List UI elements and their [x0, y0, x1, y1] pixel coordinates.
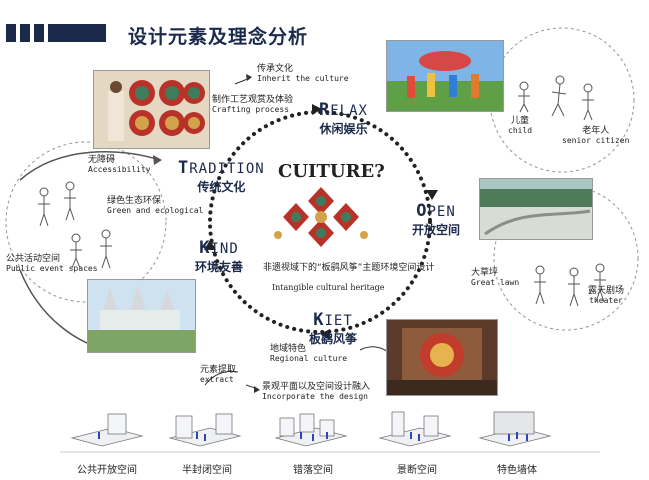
legend-icon-public-open-wall	[107, 413, 127, 435]
annotation-green: 绿色生态环保 Green and ecological	[107, 196, 204, 215]
node-kind: KIND 环境友善	[195, 238, 243, 275]
node-tradition-rest: RADITION	[189, 161, 265, 177]
legend-icon-feature-wall-wall	[493, 411, 535, 435]
cycle-arrowhead	[320, 329, 330, 340]
annotation-theater: 露天剧场 theater	[588, 286, 625, 305]
legend-icon-public-open	[70, 427, 144, 447]
node-kiet-initial: K	[313, 310, 325, 330]
annotation-crafting: 制作工艺观赏及体验 Crafting process	[212, 95, 294, 114]
legend-label-semi-enclosed: 半封闭空间	[182, 465, 232, 476]
legend-label-public-open: 公共开放空间	[77, 465, 137, 476]
node-kind-initial: K	[199, 238, 211, 258]
node-tradition-initial: T	[178, 158, 190, 178]
legend-person-marker	[196, 432, 198, 439]
legend-icon-semi-enclosed-wall	[175, 415, 193, 439]
legend-person-marker	[204, 434, 206, 441]
open-space-photo	[479, 178, 593, 240]
annotation-child: 儿童 child	[508, 116, 533, 135]
node-relax: RELAX 休闲娱乐	[319, 100, 368, 137]
annotation-lawn: 大草坪 Great lawn	[471, 268, 520, 287]
node-open-cn: 开放空间	[412, 223, 461, 237]
satellite-circle-left	[5, 141, 167, 303]
annotation-extract: 元素提取 extract	[200, 365, 237, 384]
legend-person-marker	[418, 434, 420, 441]
space-type-legend-icons	[70, 411, 552, 447]
node-tradition-cn: 传统文化	[197, 180, 246, 194]
kind-environment-photo	[87, 279, 196, 353]
legend-person-marker	[300, 432, 302, 439]
legend-person-marker	[508, 434, 510, 441]
node-kind-cn: 环境友善	[195, 260, 244, 274]
annotation-senior: 老年人 senior citizen	[562, 126, 630, 145]
legend-person-marker	[526, 434, 528, 441]
legend-label-scenic-break: 景断空间	[397, 465, 437, 476]
cycle-arrowhead	[204, 240, 216, 250]
node-open-initial: O	[416, 201, 428, 221]
cycle-arrowhead	[312, 104, 322, 115]
node-kiet-cn: 板鹞风筝	[309, 332, 358, 346]
annotation-inherit: 传承文化 Inherit the culture	[257, 64, 349, 83]
kite-pattern-illustration	[270, 185, 372, 253]
legend-icon-staggered-wall	[299, 413, 315, 433]
connector-arrow	[204, 370, 239, 386]
connector-arrow	[359, 346, 389, 353]
kite-craft-photo	[93, 70, 210, 149]
outer-arc-arrowhead	[153, 155, 162, 165]
node-open-rest: PEN	[427, 204, 456, 220]
legend-person-marker	[326, 432, 328, 439]
connector-arrowhead	[254, 386, 260, 393]
cycle-arrowhead	[426, 190, 438, 200]
legend-person-marker	[410, 432, 412, 439]
annotation-accessibility: 无障碍 Accessibility	[88, 155, 151, 174]
connector-arrowhead	[246, 74, 252, 81]
annotation-regional: 地域特色 Regional culture	[270, 344, 348, 363]
node-tradition: TRADITION 传统文化	[178, 158, 265, 195]
page-title: 设计元素及理念分析	[128, 26, 309, 48]
node-relax-cn: 休闲娱乐	[319, 122, 368, 136]
legend-label-staggered: 错落空间	[293, 465, 333, 476]
kite-display-photo	[386, 319, 498, 396]
node-kind-rest: IND	[210, 241, 239, 257]
center-caption-cn: 非遗视域下的“板鹞风筝”主题环境空间设计	[263, 263, 435, 273]
legend-icon-staggered-wall	[279, 417, 295, 437]
legend-icon-scenic-break	[378, 427, 452, 447]
legend-icon-semi-enclosed-wall	[215, 413, 233, 435]
center-caption-en: Intangible cultural heritage	[272, 283, 385, 292]
annotation-public: 公共活动空间 Public event spaces	[6, 254, 98, 273]
playing-children-photo	[386, 40, 504, 112]
title-decoration-bars	[6, 24, 124, 42]
satellite-circle-right-top	[489, 27, 635, 173]
node-kiet-rest: IET	[324, 313, 353, 329]
legend-person-marker	[98, 432, 100, 439]
node-relax-rest: ELAX	[330, 103, 368, 119]
legend-person-marker	[312, 434, 314, 441]
legend-icon-scenic-break-wall	[391, 411, 405, 437]
outer-arc-arrow	[19, 151, 161, 181]
annotation-incorporate: 景观平面以及空间设计融入 Incorporate the design	[262, 382, 371, 401]
legend-icon-scenic-break-wall	[423, 415, 439, 437]
node-relax-initial: R	[319, 100, 331, 120]
dotted-cycle-ring	[208, 110, 432, 334]
node-kiet: KIET 板鹞风筝	[309, 310, 357, 347]
node-open: OPEN 开放空间	[412, 201, 460, 238]
legend-person-marker	[516, 432, 518, 439]
center-title: CUITURE?	[278, 161, 385, 182]
legend-label-feature-wall: 特色墙体	[497, 465, 537, 476]
